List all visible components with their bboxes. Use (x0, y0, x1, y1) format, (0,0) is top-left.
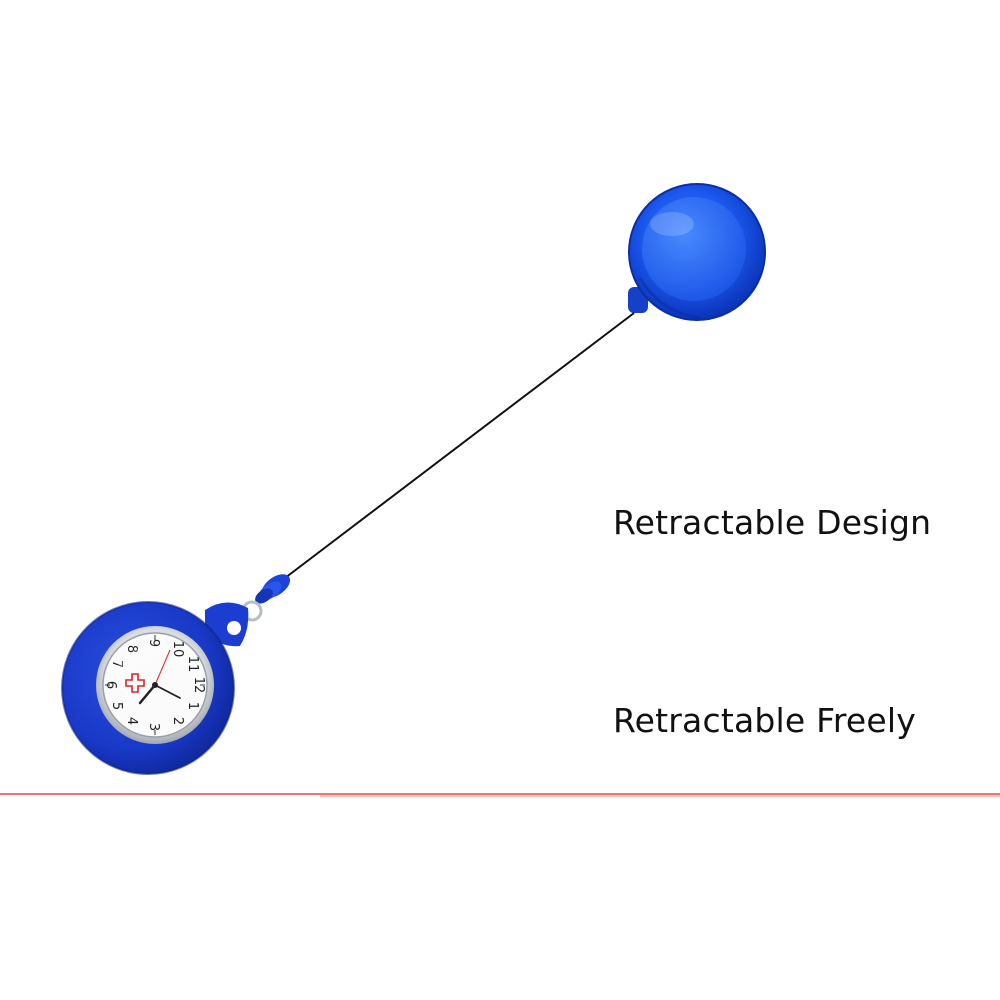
watch-numeral: 7 (109, 660, 124, 668)
watch-face: 12 1 2 3 4 5 6 7 8 9 10 11 (96, 626, 214, 744)
watch-numeral: 12 (191, 677, 206, 694)
caption-retractable-freely: Retractable Freely (613, 701, 917, 740)
divider-line (0, 793, 1000, 795)
watch-numeral: 3 (146, 723, 161, 731)
watch-numeral: 1 (185, 702, 200, 710)
watch-numeral: 4 (124, 717, 139, 725)
watch-numeral: 2 (170, 717, 185, 725)
retractable-cord (284, 312, 635, 579)
watch-numeral: 11 (185, 656, 200, 673)
badge-reel (628, 183, 766, 321)
watch-numeral: 5 (109, 702, 124, 710)
caption-retractable-design: Retractable Design (613, 503, 932, 542)
watch-numeral: 9 (146, 639, 161, 647)
cord-stopper (255, 574, 291, 604)
watch-numeral: 8 (124, 645, 139, 653)
watch-numeral: 10 (170, 641, 185, 658)
red-cross-icon (125, 673, 145, 693)
divider-shadow (320, 795, 1000, 797)
watch-numeral: 6 (103, 681, 118, 689)
